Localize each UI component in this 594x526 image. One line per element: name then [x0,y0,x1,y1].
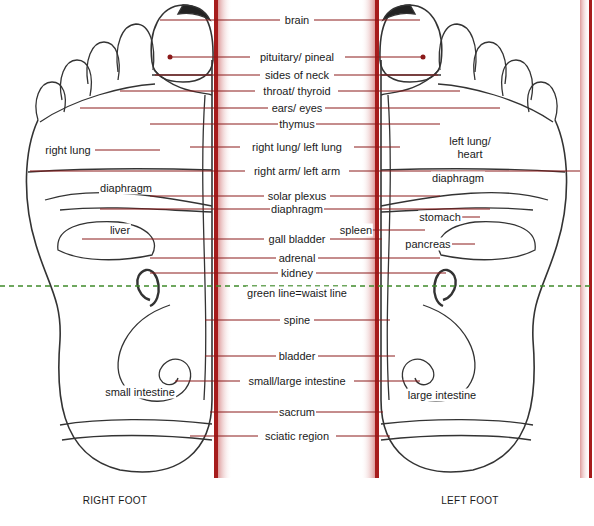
zone-label: kidney [280,267,314,280]
zone-line [62,436,212,441]
leader-line [316,273,446,274]
leader-line [338,91,460,92]
leader-line [314,20,420,21]
zone-label: left lung/ heart [438,135,502,161]
zone-label: green line=waist line [246,287,348,300]
zone-label: pancreas [404,238,451,251]
leader-line [325,108,500,109]
zone-label: sciatic region [264,430,330,443]
zone-label: right lung/ left lung [251,141,343,154]
zone-line [40,84,155,122]
leader-line [314,320,390,321]
zone-label: sacrum [278,406,316,419]
leader-line [462,217,480,218]
zone-line [28,169,212,172]
zone-label: sides of neck [264,69,330,82]
leader-line [334,75,438,76]
zone-label: right lung [44,144,91,157]
zone-label: thymus [278,118,315,131]
leader-line [205,356,276,357]
zone-label: pituitary/ pineal [259,51,335,64]
panel-shadow [580,0,590,478]
foot-outline [26,60,212,472]
leader-line [354,147,400,148]
leader-line [452,244,475,245]
leader-line [150,258,276,259]
zone-label: small intestine [104,386,176,399]
toe [117,24,154,72]
zone-label: throat/ thyroid [262,85,331,98]
zone-label: large intestine [407,389,478,402]
spine-zone [203,95,206,400]
leader-line [172,57,250,58]
leader-line [316,124,440,125]
zone-label: stomach [418,211,462,224]
leader-line [95,150,160,151]
kidney-zone [137,270,158,306]
leader-line [30,171,245,172]
zone-label: diaphragm [270,203,324,216]
leader-line [372,230,425,231]
zone-line [60,208,212,212]
zone-label: solar plexus [267,190,328,203]
leader-line [190,436,258,437]
leader-line [150,273,278,274]
leader-line [160,20,280,21]
leader-line [323,209,490,210]
pituitary-dot [168,55,173,60]
leader-lines [30,20,580,436]
zone-label: ears/ eyes [271,102,324,115]
zone-label: small/large intestine [247,375,346,388]
zone-label: diaphragm [99,182,153,195]
leader-line [120,91,255,92]
leader-line [82,239,264,240]
zone-line [45,193,212,206]
leader-line [330,239,382,240]
zone-label: spine [283,314,311,327]
zone-label: right arm/ left arm [253,165,341,178]
leader-line [205,320,280,321]
zone-label: liver [109,224,131,237]
zone-label: gall bladder [268,233,327,246]
leader-line [316,412,383,413]
leader-line [330,196,440,197]
zone-label: diaphragm [431,172,485,185]
zone-label: spleen [339,224,373,237]
zone-label: brain [284,14,310,27]
liver-zone [58,222,155,260]
leader-line [100,209,270,210]
leader-line [318,258,440,259]
zone-label: adrenal [278,252,317,265]
leader-line [354,381,420,382]
brain-zone [178,5,210,20]
leader-line [190,147,240,148]
leader-line [175,381,240,382]
zone-line [60,420,212,425]
leader-line [210,412,278,413]
leader-line [155,75,260,76]
leader-line [150,196,264,197]
foot-caption: LEFT FOOT [440,494,500,507]
zone-label: bladder [278,350,317,363]
leader-line [150,124,278,125]
foot-caption: RIGHT FOOT [82,494,148,507]
leader-line [336,436,390,437]
leader-line [345,57,421,58]
panel-edge [589,0,592,478]
toe [36,82,65,120]
big-toe [151,5,213,82]
leader-line [318,356,395,357]
leader-line [80,108,268,109]
